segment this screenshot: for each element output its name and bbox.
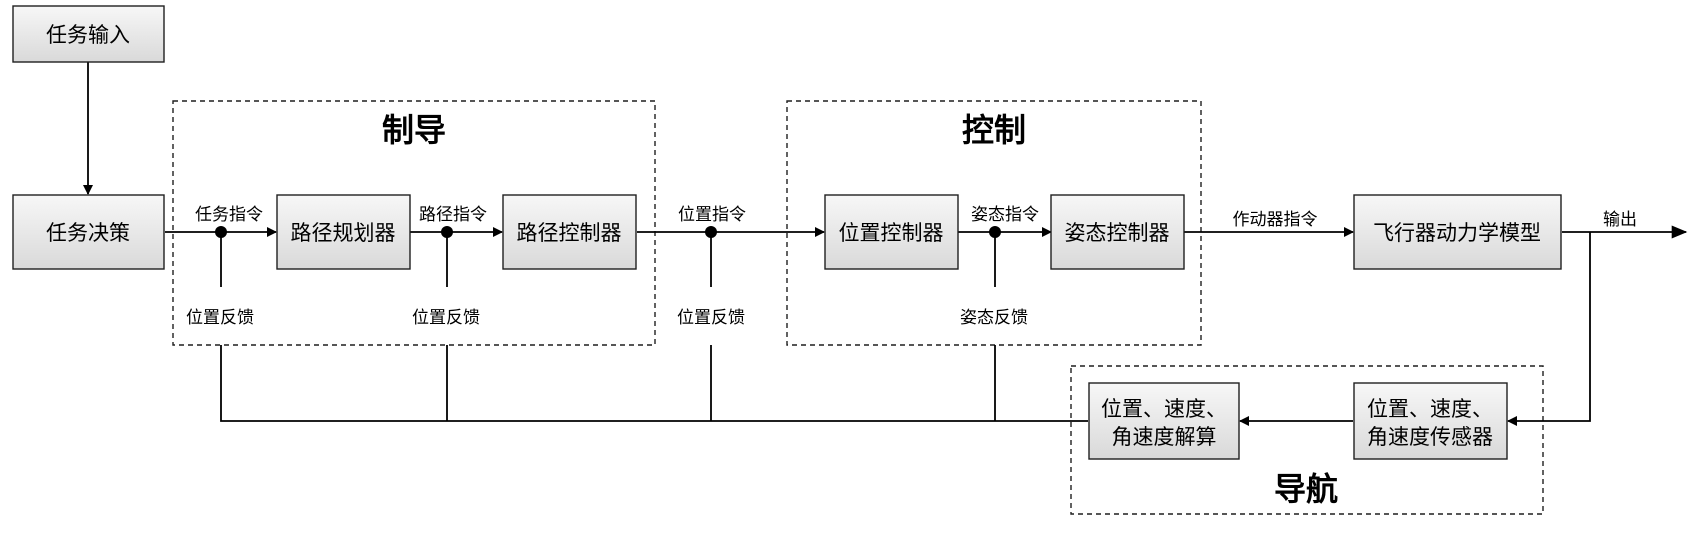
guidance-group bbox=[172, 100, 656, 346]
summing-junction-4 bbox=[989, 226, 1001, 238]
svg-text:角速度传感器: 角速度传感器 bbox=[1367, 425, 1493, 449]
control-group bbox=[786, 100, 1202, 346]
position-feedback-label-1: 位置反馈 bbox=[186, 308, 254, 328]
output-to-sensor-wire bbox=[1507, 232, 1591, 426]
navigation-group bbox=[1070, 365, 1544, 515]
task-input-block: 任务输入 bbox=[12, 5, 165, 63]
navigation-group-title: 导航 bbox=[1274, 470, 1338, 508]
path-controller-block: 路径控制器 bbox=[502, 194, 637, 270]
position-feedback-label-3: 位置反馈 bbox=[677, 308, 745, 328]
dynamics-model-block: 飞行器动力学模型 bbox=[1353, 194, 1562, 270]
position-feedback-label-2: 位置反馈 bbox=[412, 308, 480, 328]
svg-text:路径规划器: 路径规划器 bbox=[291, 221, 396, 245]
position-controller-block: 位置控制器 bbox=[824, 194, 959, 270]
position-command-label: 位置指令 bbox=[678, 205, 746, 225]
sensor-block: 位置、速度、 角速度传感器 bbox=[1353, 382, 1508, 460]
output-label: 输出 bbox=[1603, 210, 1637, 230]
attitude-command-label: 姿态指令 bbox=[971, 205, 1039, 225]
task-command-label: 任务指令 bbox=[195, 205, 263, 225]
path-planner-block: 路径规划器 bbox=[276, 194, 411, 270]
task-decision-block: 任务决策 bbox=[12, 194, 165, 270]
summing-junction-2 bbox=[441, 226, 453, 238]
svg-text:角速度解算: 角速度解算 bbox=[1112, 425, 1217, 449]
attitude-feedback-label: 姿态反馈 bbox=[960, 308, 1028, 328]
svg-text:位置、速度、: 位置、速度、 bbox=[1367, 397, 1493, 421]
svg-text:路径控制器: 路径控制器 bbox=[517, 221, 622, 245]
summing-junction-3 bbox=[705, 226, 717, 238]
svg-text:任务输入: 任务输入 bbox=[46, 23, 130, 47]
svg-text:位置控制器: 位置控制器 bbox=[839, 221, 944, 245]
path-command-label: 路径指令 bbox=[419, 205, 487, 225]
control-group-title: 控制 bbox=[962, 111, 1026, 149]
actuator-command-label: 作动器指令 bbox=[1233, 210, 1318, 230]
svg-text:姿态控制器: 姿态控制器 bbox=[1065, 221, 1170, 245]
feedback-bus bbox=[220, 345, 1088, 422]
attitude-controller-block: 姿态控制器 bbox=[1050, 194, 1185, 270]
guidance-group-title: 制导 bbox=[382, 111, 446, 149]
svg-text:任务决策: 任务决策 bbox=[46, 221, 130, 245]
summing-junction-1 bbox=[215, 226, 227, 238]
state-solver-block: 位置、速度、 角速度解算 bbox=[1088, 382, 1240, 460]
svg-text:飞行器动力学模型: 飞行器动力学模型 bbox=[1373, 221, 1541, 245]
svg-text:位置、速度、: 位置、速度、 bbox=[1101, 397, 1227, 421]
